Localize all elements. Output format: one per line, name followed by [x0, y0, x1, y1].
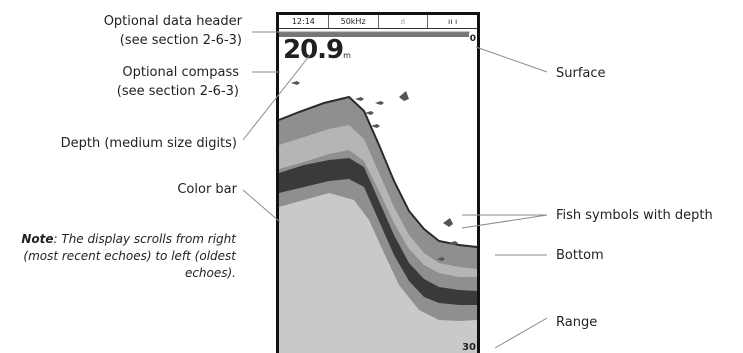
- leader-color-bar: [242, 189, 281, 223]
- note-body: : The display scrolls from right (most r…: [23, 232, 236, 280]
- depth-value: 20.9: [283, 35, 344, 65]
- header-frequency: 50kHz: [329, 15, 379, 28]
- echogram: [279, 81, 477, 353]
- label-compass-ref: (see section 2-6-3): [116, 84, 239, 99]
- label-data-header-title: Optional data header: [103, 14, 242, 29]
- label-range: Range: [556, 315, 598, 330]
- label-data-header-ref: (see section 2-6-3): [119, 33, 242, 48]
- fish-icon: [355, 97, 364, 101]
- fish-icon: [291, 81, 300, 85]
- label-data-header: Optional data header (see section 2-6-3): [60, 12, 242, 50]
- fish-icon: [437, 257, 445, 261]
- depth-readout: 20.9m: [283, 35, 351, 65]
- sounder-screen: 12:14 50kHz ☝ ıı ı 20.9m 0 30: [276, 12, 480, 353]
- fish-icon: [399, 91, 409, 101]
- fish-icon: [443, 218, 453, 227]
- range-bottom: 30: [462, 342, 476, 353]
- note-prefix: Note: [21, 232, 54, 246]
- label-depth: Depth (medium size digits): [60, 136, 237, 151]
- depth-unit: m: [343, 51, 351, 60]
- fish-icon: [449, 241, 458, 245]
- header-signal: ıı ı: [448, 17, 458, 26]
- leader-range: [494, 317, 548, 349]
- label-compass-title: Optional compass: [122, 65, 239, 80]
- label-color-bar: Color bar: [177, 182, 237, 197]
- header-time: 12:14: [279, 15, 329, 28]
- fish-icon: [375, 101, 384, 105]
- compass-bar: [279, 32, 469, 37]
- label-compass: Optional compass (see section 2-6-3): [60, 63, 239, 101]
- leader-surface: [475, 46, 548, 73]
- hand-icon: ☝: [379, 15, 429, 28]
- echo-surface-line: [279, 95, 477, 248]
- range-top: 0: [469, 34, 476, 44]
- fish-icon: [371, 124, 380, 128]
- data-header: 12:14 50kHz ☝ ıı ı: [279, 15, 477, 29]
- note-text: Note: The display scrolls from right (mo…: [0, 231, 236, 282]
- label-fish: Fish symbols with depth: [556, 208, 713, 223]
- label-surface: Surface: [556, 66, 606, 81]
- fish-icon: [365, 111, 374, 115]
- echo-band-dark: [279, 158, 477, 305]
- label-bottom: Bottom: [556, 248, 604, 263]
